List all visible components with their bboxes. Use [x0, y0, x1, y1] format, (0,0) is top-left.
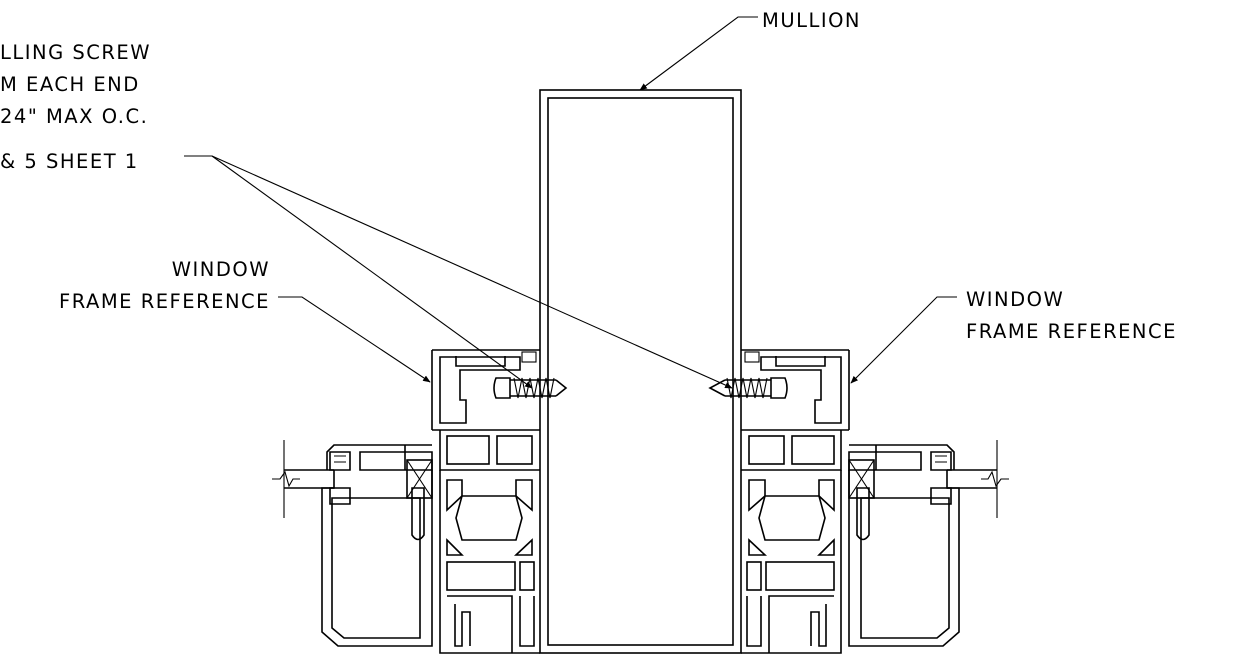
mullion — [539, 89, 742, 654]
screw-leader-right — [211, 155, 733, 389]
left-window-frame — [321, 349, 540, 654]
right-screw — [708, 377, 788, 399]
right-frame-leader — [850, 296, 957, 384]
right-glass-panel — [947, 440, 1009, 518]
right-window-frame — [741, 349, 960, 654]
screw-note-line3: 24" MAX O.C. — [0, 105, 148, 128]
leader-lines — [184, 16, 957, 389]
mullion-label: MULLION — [762, 9, 861, 32]
screw-note-line4: & 5 SHEET 1 — [0, 150, 139, 173]
screw-note: LLING SCREW M EACH END 24" MAX O.C. & 5 … — [0, 41, 151, 173]
screw-note-line1: LLING SCREW — [0, 41, 151, 64]
left-screw — [493, 377, 568, 399]
left-frame-label-line2: FRAME REFERENCE — [59, 290, 270, 313]
left-frame-label: WINDOW FRAME REFERENCE — [59, 258, 270, 313]
mullion-leader — [639, 16, 758, 91]
right-frame-label: WINDOW FRAME REFERENCE — [966, 288, 1177, 343]
left-glass-panel — [272, 440, 334, 518]
screw-note-line2: M EACH END — [0, 73, 140, 96]
right-frame-label-line2: FRAME REFERENCE — [966, 320, 1177, 343]
left-frame-label-line1: WINDOW — [172, 258, 270, 281]
left-frame-leader — [278, 296, 431, 383]
right-frame-label-line1: WINDOW — [966, 288, 1064, 311]
